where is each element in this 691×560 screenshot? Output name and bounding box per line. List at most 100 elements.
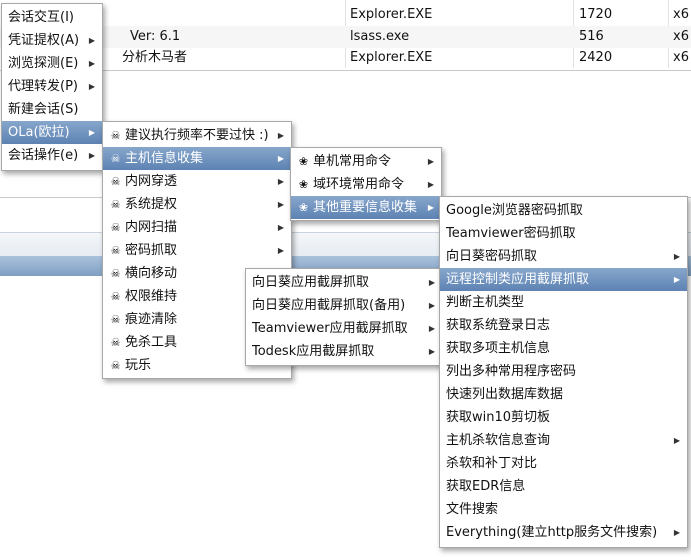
submenu-arrow-icon: ▶ — [277, 154, 284, 163]
menu-item-session-ops[interactable]: 会话操作(e)▶ — [2, 144, 102, 167]
menu-item-everything-search[interactable]: Everything(建立http服务文件搜索)▶ — [440, 521, 687, 544]
submenu-screen-capture: 向日葵应用截屏抓取▶ 向日葵应用截屏抓取(备用) ▶ Teamviewer应用截屏… — [245, 268, 443, 366]
menu-item-label: 获取EDR信息 — [446, 479, 526, 494]
menu-item-label: 单机常用命令 — [313, 154, 392, 169]
menu-item-label: 向日葵应用截屏抓取(备用) — [252, 298, 406, 313]
menu-item-database-data[interactable]: 快速列出数据库数据 — [440, 383, 687, 406]
menu-item-host-details[interactable]: 获取多项主机信息 — [440, 337, 687, 360]
menu-item-label: 主机杀软信息查询 — [446, 433, 551, 448]
menu-item-sunlogin-capture[interactable]: 向日葵应用截屏抓取▶ — [246, 271, 442, 294]
submenu-arrow-icon: ▶ — [277, 177, 284, 186]
menu-item-label: 代理转发(P) — [8, 79, 78, 94]
menu-item-label: 系统提权 — [125, 197, 178, 212]
submenu-arrow-icon: ▶ — [428, 301, 435, 310]
menu-item-tunnel[interactable]: ☠内网穿透▶ — [103, 170, 291, 193]
menu-item-sunlogin-password[interactable]: 向日葵密码抓取 ▶ — [440, 245, 687, 268]
menu-item-trace-clean[interactable]: ☠ 痕迹清除 — [103, 308, 291, 331]
skull-icon: ☠ — [110, 129, 121, 142]
submenu-arrow-icon: ▶ — [88, 151, 95, 160]
cell-pid: 1720 — [579, 7, 613, 22]
menu-item-other-info[interactable]: ❀其他重要信息收集▶ — [291, 196, 441, 219]
table-row[interactable]: 分析木马者 Explorer.EXE 2420 x6 — [0, 47, 691, 69]
cell-arch: x6 — [673, 29, 689, 44]
cell-arch: x6 — [673, 50, 689, 65]
submenu-arrow-icon: ▶ — [673, 436, 680, 445]
menu-item-label: Todesk应用截屏抓取 — [252, 344, 375, 359]
menu-item-label: 内网扫描 — [125, 220, 178, 235]
menu-item-teamviewer-capture[interactable]: Teamviewer应用截屏抓取▶ — [246, 317, 442, 340]
menu-item-av-evasion[interactable]: ☠ 免杀工具 — [103, 331, 291, 354]
menu-item-todesk-capture[interactable]: Todesk应用截屏抓取▶ — [246, 340, 442, 363]
skull-icon: ☠ — [110, 336, 121, 349]
cell-pid: 516 — [579, 29, 604, 44]
skull-icon: ☠ — [110, 359, 121, 372]
menu-item-browse-probe[interactable]: 浏览探测(E) ▶ — [2, 52, 102, 75]
menu-item-session-interact[interactable]: 会话交互(I) — [2, 6, 102, 29]
menu-item-ola[interactable]: OLa(欧拉)▶ — [2, 121, 102, 144]
submenu-arrow-icon: ▶ — [277, 223, 284, 232]
menu-item-clipboard[interactable]: 获取win10剪切板 — [440, 406, 687, 429]
menu-item-new-session[interactable]: 新建会话(S) — [2, 98, 102, 121]
menu-item-label: 痕迹清除 — [125, 312, 178, 327]
menu-item-host-info[interactable]: ☠ 主机信息收集 ▶ — [103, 147, 291, 170]
menu-item-label: Teamviewer密码抓取 — [446, 226, 576, 241]
cell-arch: x6 — [673, 7, 689, 22]
flower-icon: ❀ — [298, 155, 309, 168]
menu-item-label: 玩乐 — [125, 358, 152, 373]
menu-item-frequency-warning[interactable]: ☠建议执行频率不要过快 :)▶ — [103, 124, 291, 147]
cell-pid: 2420 — [579, 50, 613, 65]
skull-icon: ☠ — [110, 198, 121, 211]
menu-item-sunlogin-capture-backup[interactable]: 向日葵应用截屏抓取(备用) ▶ — [246, 294, 442, 317]
menu-item-label: 建议执行频率不要过快 :) — [125, 128, 269, 143]
menu-item-label: 主机信息收集 — [125, 151, 204, 166]
submenu-arrow-icon: ▶ — [673, 275, 680, 284]
cell-process: Explorer.EXE — [350, 7, 433, 22]
menu-item-label: 会话交互(I) — [8, 10, 74, 25]
menu-item-av-query[interactable]: 主机杀软信息查询 ▶ — [440, 429, 687, 452]
menu-item-standalone-commands[interactable]: ❀单机常用命令▶ — [291, 150, 441, 173]
menu-item-login-logs[interactable]: 获取系统登录日志 — [440, 314, 687, 337]
menu-item-label: 免杀工具 — [125, 335, 178, 350]
menu-item-intranet-scan[interactable]: ☠内网扫描▶ — [103, 216, 291, 239]
menu-item-label: 内网穿透 — [125, 174, 178, 189]
menu-item-fun[interactable]: ☠ 玩乐 — [103, 354, 291, 377]
skull-icon: ☠ — [110, 152, 121, 165]
cell-process: lsass.exe — [350, 29, 410, 44]
context-menu-main: 会话交互(I) 凭证提权(A)▶ 浏览探测(E) ▶ 代理转发(P) ▶ 新建会话(… — [1, 3, 103, 171]
table-row[interactable]: Explorer.EXE 1720 x6 — [0, 4, 691, 26]
menu-item-label: 快速列出数据库数据 — [446, 387, 564, 402]
menu-item-label: 判断主机类型 — [446, 295, 525, 310]
submenu-arrow-icon: ▶ — [673, 252, 680, 261]
menu-item-label: 远程控制类应用截屏抓取 — [446, 272, 590, 287]
menu-item-label: 获取win10剪切板 — [446, 410, 551, 425]
menu-item-app-passwords[interactable]: 列出多种常用程序密码 — [440, 360, 687, 383]
submenu-arrow-icon: ▶ — [427, 203, 434, 212]
menu-item-label: 新建会话(S) — [8, 102, 79, 117]
table-row[interactable]: Ver: 6.1 lsass.exe 516 x6 — [0, 26, 691, 48]
menu-item-password-dump[interactable]: ☠密码抓取▶ — [103, 239, 291, 262]
menu-item-chrome-password[interactable]: Google浏览器密码抓取 — [440, 199, 687, 222]
menu-item-edr-info[interactable]: 获取EDR信息 — [440, 475, 687, 498]
menu-item-teamviewer-password[interactable]: Teamviewer密码抓取 — [440, 222, 687, 245]
submenu-arrow-icon: ▶ — [88, 82, 95, 91]
menu-item-label: 浏览探测(E) — [8, 56, 79, 71]
menu-item-av-patch-compare[interactable]: 杀软和补丁对比 — [440, 452, 687, 475]
menu-item-privesc[interactable]: ☠ 系统提权 ▶ — [103, 193, 291, 216]
menu-item-host-type[interactable]: 判断主机类型 — [440, 291, 687, 314]
menu-item-remote-screen-capture[interactable]: 远程控制类应用截屏抓取 ▶ — [440, 268, 687, 291]
menu-item-lateral-move[interactable]: ☠横向移动 — [103, 262, 291, 285]
menu-item-file-search[interactable]: 文件搜索 — [440, 498, 687, 521]
menu-item-persistence[interactable]: ☠权限维持 — [103, 285, 291, 308]
menu-item-proxy-forward[interactable]: 代理转发(P) ▶ — [2, 75, 102, 98]
skull-icon: ☠ — [110, 313, 121, 326]
submenu-arrow-icon: ▶ — [277, 200, 284, 209]
table-bottom-border — [0, 70, 691, 71]
menu-item-domain-commands[interactable]: ❀域环境常用命令▶ — [291, 173, 441, 196]
menu-item-credential-privesc[interactable]: 凭证提权(A)▶ — [2, 29, 102, 52]
menu-item-label: 向日葵密码抓取 — [446, 249, 538, 264]
menu-item-label: 密码抓取 — [125, 243, 178, 258]
submenu-other-info: Google浏览器密码抓取 Teamviewer密码抓取 向日葵密码抓取 ▶ 远程… — [439, 196, 688, 548]
submenu-arrow-icon: ▶ — [88, 59, 95, 68]
submenu-arrow-icon: ▶ — [428, 278, 435, 287]
menu-item-label: Teamviewer应用截屏抓取 — [252, 321, 408, 336]
